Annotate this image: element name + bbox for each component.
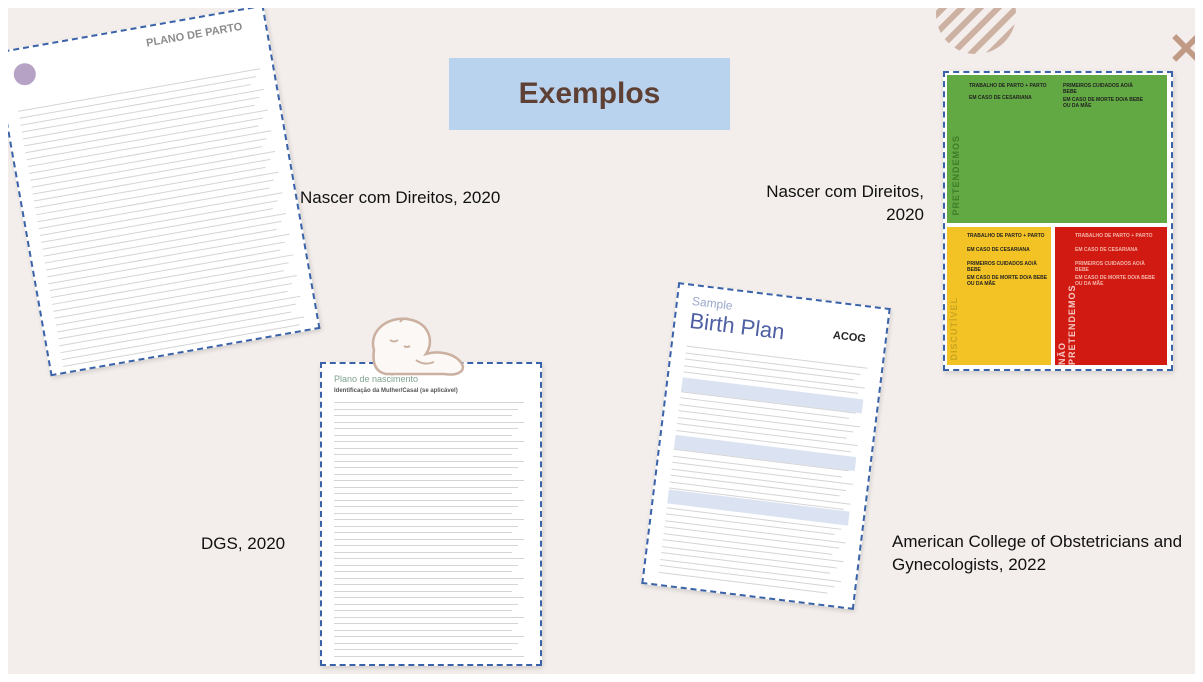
caption-nascer-right: Nascer com Direitos, 2020	[766, 182, 924, 224]
label-discutivel: DISCUTÍVEL	[949, 297, 959, 361]
caption-nascer-left: Nascer com Direitos, 2020	[300, 188, 501, 207]
title-box: Exemplos	[449, 58, 730, 130]
doc-line	[334, 558, 524, 559]
slide: ✕ Exemplos PLANO DE PARTO Nascer com Dir…	[8, 8, 1195, 674]
red-item: EM CASO DE MORTE DO/A BEBE OU DA MÃE	[1075, 275, 1156, 287]
sleeping-baby-icon	[371, 317, 465, 376]
label-pretendemos: PRETENDEMOS	[951, 135, 961, 216]
doc-line	[334, 590, 512, 592]
doc-line	[334, 499, 524, 501]
red-item: PRIMEIROS CUIDADOS AO/À BEBE	[1075, 261, 1145, 273]
doc-line	[334, 564, 518, 566]
yellow-item: PRIMEIROS CUIDADOS AO/À BEBE	[967, 261, 1037, 273]
doc-nascer-quadrants: PRETENDEMOS TRABALHO DE PARTO + PARTO EM…	[943, 71, 1173, 371]
doc-line	[334, 512, 512, 514]
doc-acog-birth-plan: Sample Birth Plan ACOG	[641, 282, 891, 610]
quadrant-pretendemos: PRETENDEMOS TRABALHO DE PARTO + PARTO EM…	[947, 75, 1167, 223]
doc-line	[334, 486, 518, 488]
doc1-header: PLANO DE PARTO	[145, 20, 244, 50]
doc-line	[334, 597, 524, 598]
doc-line	[334, 460, 524, 462]
doc-line	[334, 519, 524, 520]
doc-dgs-plan: Plano de nascimento Identificação da Mul…	[320, 362, 542, 666]
red-item: EM CASO DE CESARIANA	[1075, 247, 1138, 253]
doc-line	[334, 408, 518, 410]
doc-line	[334, 441, 524, 442]
yellow-item: EM CASO DE CESARIANA	[967, 247, 1030, 253]
doc-line	[334, 447, 518, 449]
close-icon[interactable]: ✕	[1167, 25, 1195, 74]
doc-line	[334, 636, 524, 637]
doc-line	[334, 467, 518, 468]
doc-line	[334, 421, 524, 423]
doc-line	[334, 428, 518, 429]
doc-nascer-checklist: PLANO DE PARTO	[8, 8, 321, 377]
green-item: EM CASO DE MORTE DO/A BEBE OU DA MÃE	[1063, 97, 1144, 109]
doc-line	[334, 603, 518, 605]
doc-line	[334, 480, 524, 481]
quadrant-nao-pretendemos: NÃO PRETENDEMOS TRABALHO DE PARTO + PART…	[1055, 227, 1167, 365]
doc-line	[686, 345, 868, 369]
label-nao-pretendemos: NÃO PRETENDEMOS	[1057, 284, 1077, 365]
doc-line	[334, 551, 512, 553]
doc3-title: Birth Plan	[688, 307, 786, 345]
doc-line	[334, 629, 512, 631]
doc-line	[334, 434, 512, 436]
doc-line	[334, 623, 518, 624]
decorative-stripes	[936, 8, 1016, 54]
doc-line	[18, 68, 261, 112]
doc-line	[334, 584, 518, 585]
quadrant-discutivel: DISCUTÍVEL TRABALHO DE PARTO + PARTO EM …	[947, 227, 1051, 365]
doc-line	[334, 454, 512, 455]
page-title: Exemplos	[518, 77, 661, 110]
acog-logo: ACOG	[832, 329, 867, 346]
doc-line	[334, 473, 512, 475]
doc-line	[334, 532, 512, 533]
doc-line	[334, 415, 512, 416]
doc2-subheader: Identificação da Mulher/Casal (se aplicá…	[334, 388, 458, 394]
yellow-item: TRABALHO DE PARTO + PARTO	[967, 233, 1045, 239]
doc-line	[334, 655, 524, 657]
doc-line	[334, 493, 512, 494]
doc-highlight-band	[667, 489, 850, 526]
doc-line	[334, 506, 518, 507]
doc-line	[334, 571, 512, 572]
yellow-item: EM CASO DE MORTE DO/A BEBE OU DA MÃE	[967, 275, 1048, 287]
doc-line	[334, 402, 524, 403]
caption-acog: American College of Obstetricians and Gy…	[892, 532, 1183, 574]
doc-line	[334, 649, 512, 650]
doc-line	[334, 538, 524, 540]
doc-line	[334, 545, 518, 546]
red-item: TRABALHO DE PARTO + PARTO	[1075, 233, 1153, 239]
doc-line	[334, 525, 518, 527]
green-item: PRIMEIROS CUIDADOS AO/À BEBE	[1063, 83, 1133, 95]
doc2-header: Plano de nascimento	[334, 374, 419, 384]
caption-dgs: DGS, 2020	[201, 534, 286, 553]
doc-line	[334, 616, 524, 618]
green-item: EM CASO DE CESARIANA	[969, 95, 1032, 101]
green-item: TRABALHO DE PARTO + PARTO	[969, 83, 1047, 89]
logo-icon	[12, 61, 38, 87]
doc-line	[334, 577, 524, 579]
doc-line	[334, 642, 518, 644]
doc-line	[334, 610, 512, 611]
